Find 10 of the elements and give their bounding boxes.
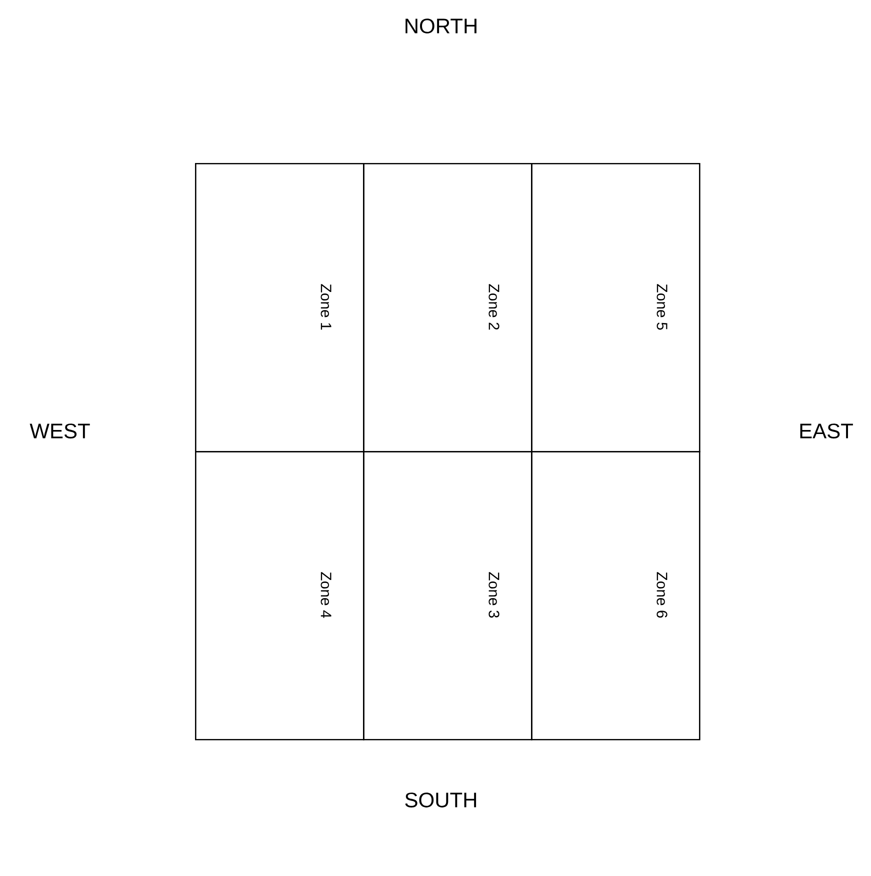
zone-box: Zone 6 — [531, 451, 700, 740]
zone-box: Zone 1 — [195, 163, 364, 452]
direction-label: NORTH — [406, 18, 476, 34]
direction-label: EAST — [800, 424, 853, 438]
zone-box: Zone 4 — [195, 451, 364, 740]
direction-label: SOUTH — [405, 792, 476, 808]
direction-label: WEST — [30, 424, 90, 438]
zone-box: Zone 5 — [531, 163, 700, 452]
zone-box: Zone 2 — [363, 163, 532, 452]
zone-box: Zone 3 — [363, 451, 532, 740]
